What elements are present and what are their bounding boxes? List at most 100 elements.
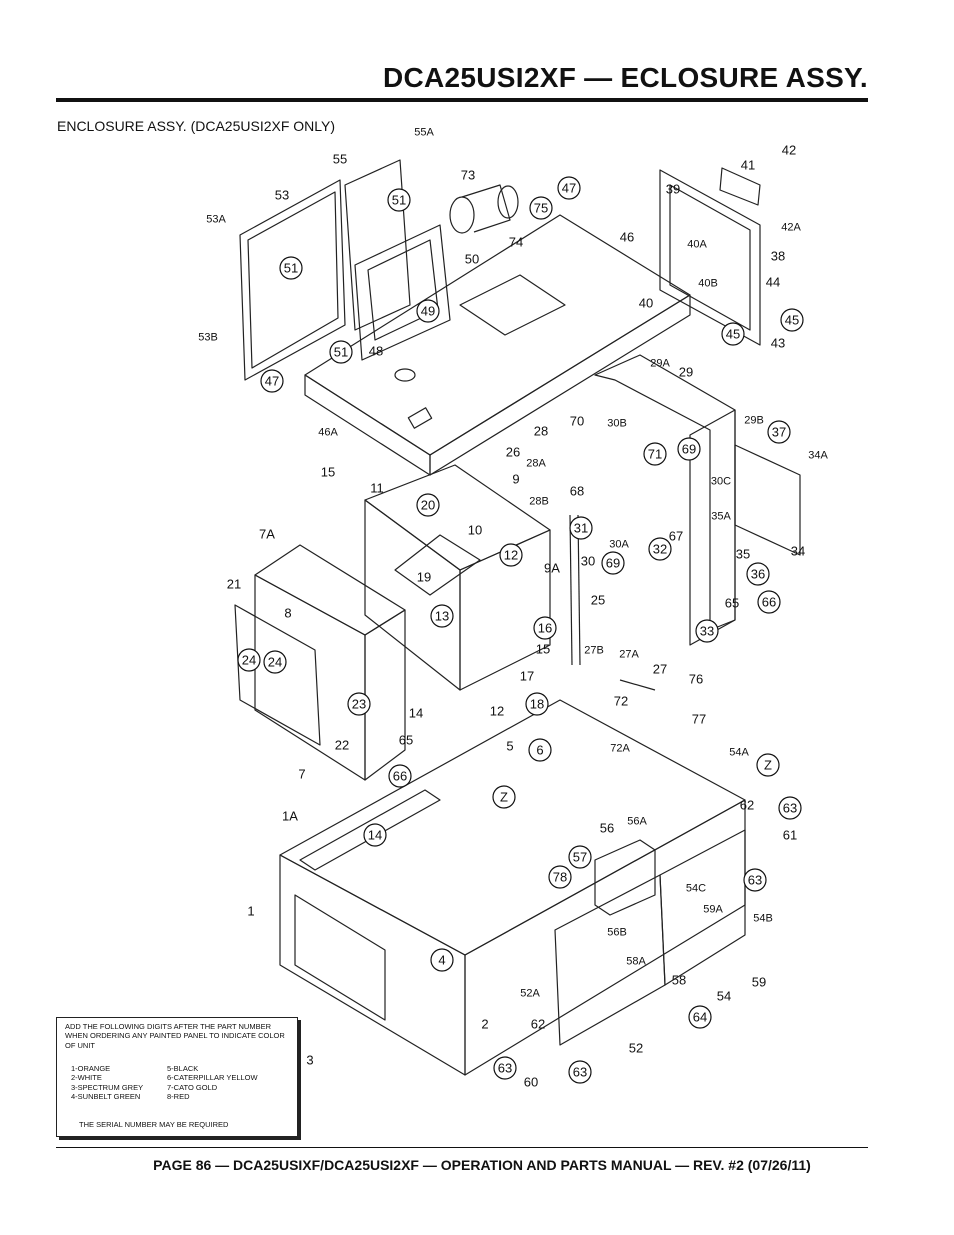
callout: 56B	[607, 927, 627, 939]
callout-label: 72A	[610, 743, 630, 755]
callout-label: 27B	[584, 645, 604, 657]
callout-label: 23	[352, 697, 366, 712]
callout: 65	[399, 733, 413, 748]
callout: 59	[752, 975, 766, 990]
callout-circle	[695, 619, 719, 643]
callout-label: 74	[509, 235, 523, 250]
callout: 48	[369, 344, 383, 359]
callout-label: 58A	[626, 956, 646, 968]
callout-label: 37	[772, 425, 786, 440]
callout-label: 46A	[318, 427, 338, 439]
callout: 53A	[206, 214, 226, 226]
callout-label: 30B	[607, 418, 627, 430]
callout: 55	[333, 152, 347, 167]
callout-label: 1A	[282, 809, 298, 824]
callout-label: 30C	[711, 476, 731, 488]
callout-circled: 71	[643, 442, 667, 466]
callout: 9A	[544, 561, 560, 576]
callout-label: 34A	[808, 450, 828, 462]
callout-label: 76	[689, 672, 703, 687]
callout-circled: 69	[601, 551, 625, 575]
callout-label: 77	[692, 712, 706, 727]
callout-label: 54	[717, 989, 731, 1004]
callout: 2	[481, 1017, 488, 1032]
diagram-subtitle: ENCLOSURE ASSY. (DCA25USI2XF ONLY)	[57, 118, 336, 134]
callout-label: 51	[284, 261, 298, 276]
callout: 17	[520, 669, 534, 684]
callout-label: 58	[672, 973, 686, 988]
callout-circle	[329, 340, 353, 364]
callout-circle	[601, 551, 625, 575]
paint-color-note: ADD THE FOLLOWING DIGITS AFTER THE PART …	[56, 1017, 298, 1137]
callout: 15	[536, 642, 550, 657]
callout-circled: 63	[493, 1056, 517, 1080]
callout-circled: 6	[528, 738, 552, 762]
callout-label: 35A	[711, 511, 731, 523]
callout-label: 60	[524, 1075, 538, 1090]
callout-label: 11	[370, 481, 384, 496]
callout: 39	[666, 182, 680, 197]
callout: 52	[629, 1041, 643, 1056]
callout-label: 24	[242, 653, 256, 668]
color-code: 4-SUNBELT GREEN	[71, 1092, 141, 1102]
callout-circle	[756, 753, 780, 777]
title-rule	[56, 98, 868, 102]
callout-circled: 66	[757, 590, 781, 614]
callout-circle	[499, 543, 523, 567]
callout-label: 28B	[529, 496, 549, 508]
callout-circled: 36	[746, 562, 770, 586]
callout-label: 4	[438, 953, 445, 968]
callout: 43	[771, 336, 785, 351]
callout-label: 15	[321, 465, 335, 480]
color-code-column-left: 1-ORANGE 2-WHITE 3-SPECTRUM GREY 4-SUNBE…	[71, 1064, 181, 1102]
callout: 68	[570, 484, 584, 499]
callout-circle	[493, 1056, 517, 1080]
callout-label: 66	[393, 769, 407, 784]
callout-label: 47	[265, 374, 279, 389]
callout-label: 59A	[703, 904, 723, 916]
callout: 54B	[753, 913, 773, 925]
callout: 30	[581, 554, 595, 569]
callout-label: 24	[268, 655, 282, 670]
callout-label: 27	[653, 662, 667, 677]
callout-label: 59	[752, 975, 766, 990]
callout: 50	[465, 252, 479, 267]
callout: 76	[689, 672, 703, 687]
diagram-linework	[234, 159, 801, 1076]
callout-label: 64	[693, 1010, 707, 1025]
callout-label: 50	[465, 252, 479, 267]
callout-label: 78	[553, 870, 567, 885]
color-code-column-right: 5-BLACK 6-CATERPILLAR YELLOW 7-CATO GOLD…	[167, 1064, 277, 1102]
callout-label: 16	[538, 621, 552, 636]
callout-label: 20	[421, 498, 435, 513]
callout: 12	[490, 704, 504, 719]
callout-label: 48	[369, 344, 383, 359]
callout: 21	[227, 577, 241, 592]
callout-label: 7A	[259, 527, 275, 542]
footer-rule	[56, 1147, 868, 1148]
color-code: 2-WHITE	[71, 1073, 102, 1083]
callout-label: 13	[435, 609, 449, 624]
callout-circled: Z	[756, 753, 780, 777]
callout: 62	[740, 798, 754, 813]
callout-label: 5	[506, 739, 513, 754]
callout-label: 62	[740, 798, 754, 813]
callout: 26	[506, 445, 520, 460]
color-code: 8-RED	[167, 1092, 190, 1102]
callout-label: 56	[600, 821, 614, 836]
callout-label: 42	[782, 143, 796, 158]
callout-label: 71	[648, 447, 662, 462]
callout: 11	[370, 481, 384, 496]
callout-circled: 37	[767, 420, 791, 444]
callout: 29	[679, 365, 693, 380]
callout-circled: 47	[260, 369, 284, 393]
callout-label: 65	[399, 733, 413, 748]
callout-label: 25	[591, 593, 605, 608]
callout: 35	[736, 547, 750, 562]
callout: 9	[512, 472, 519, 487]
callout-circle	[778, 796, 802, 820]
callout: 58A	[626, 956, 646, 968]
callout-label: 27A	[619, 649, 639, 661]
callout: 28A	[526, 458, 546, 470]
